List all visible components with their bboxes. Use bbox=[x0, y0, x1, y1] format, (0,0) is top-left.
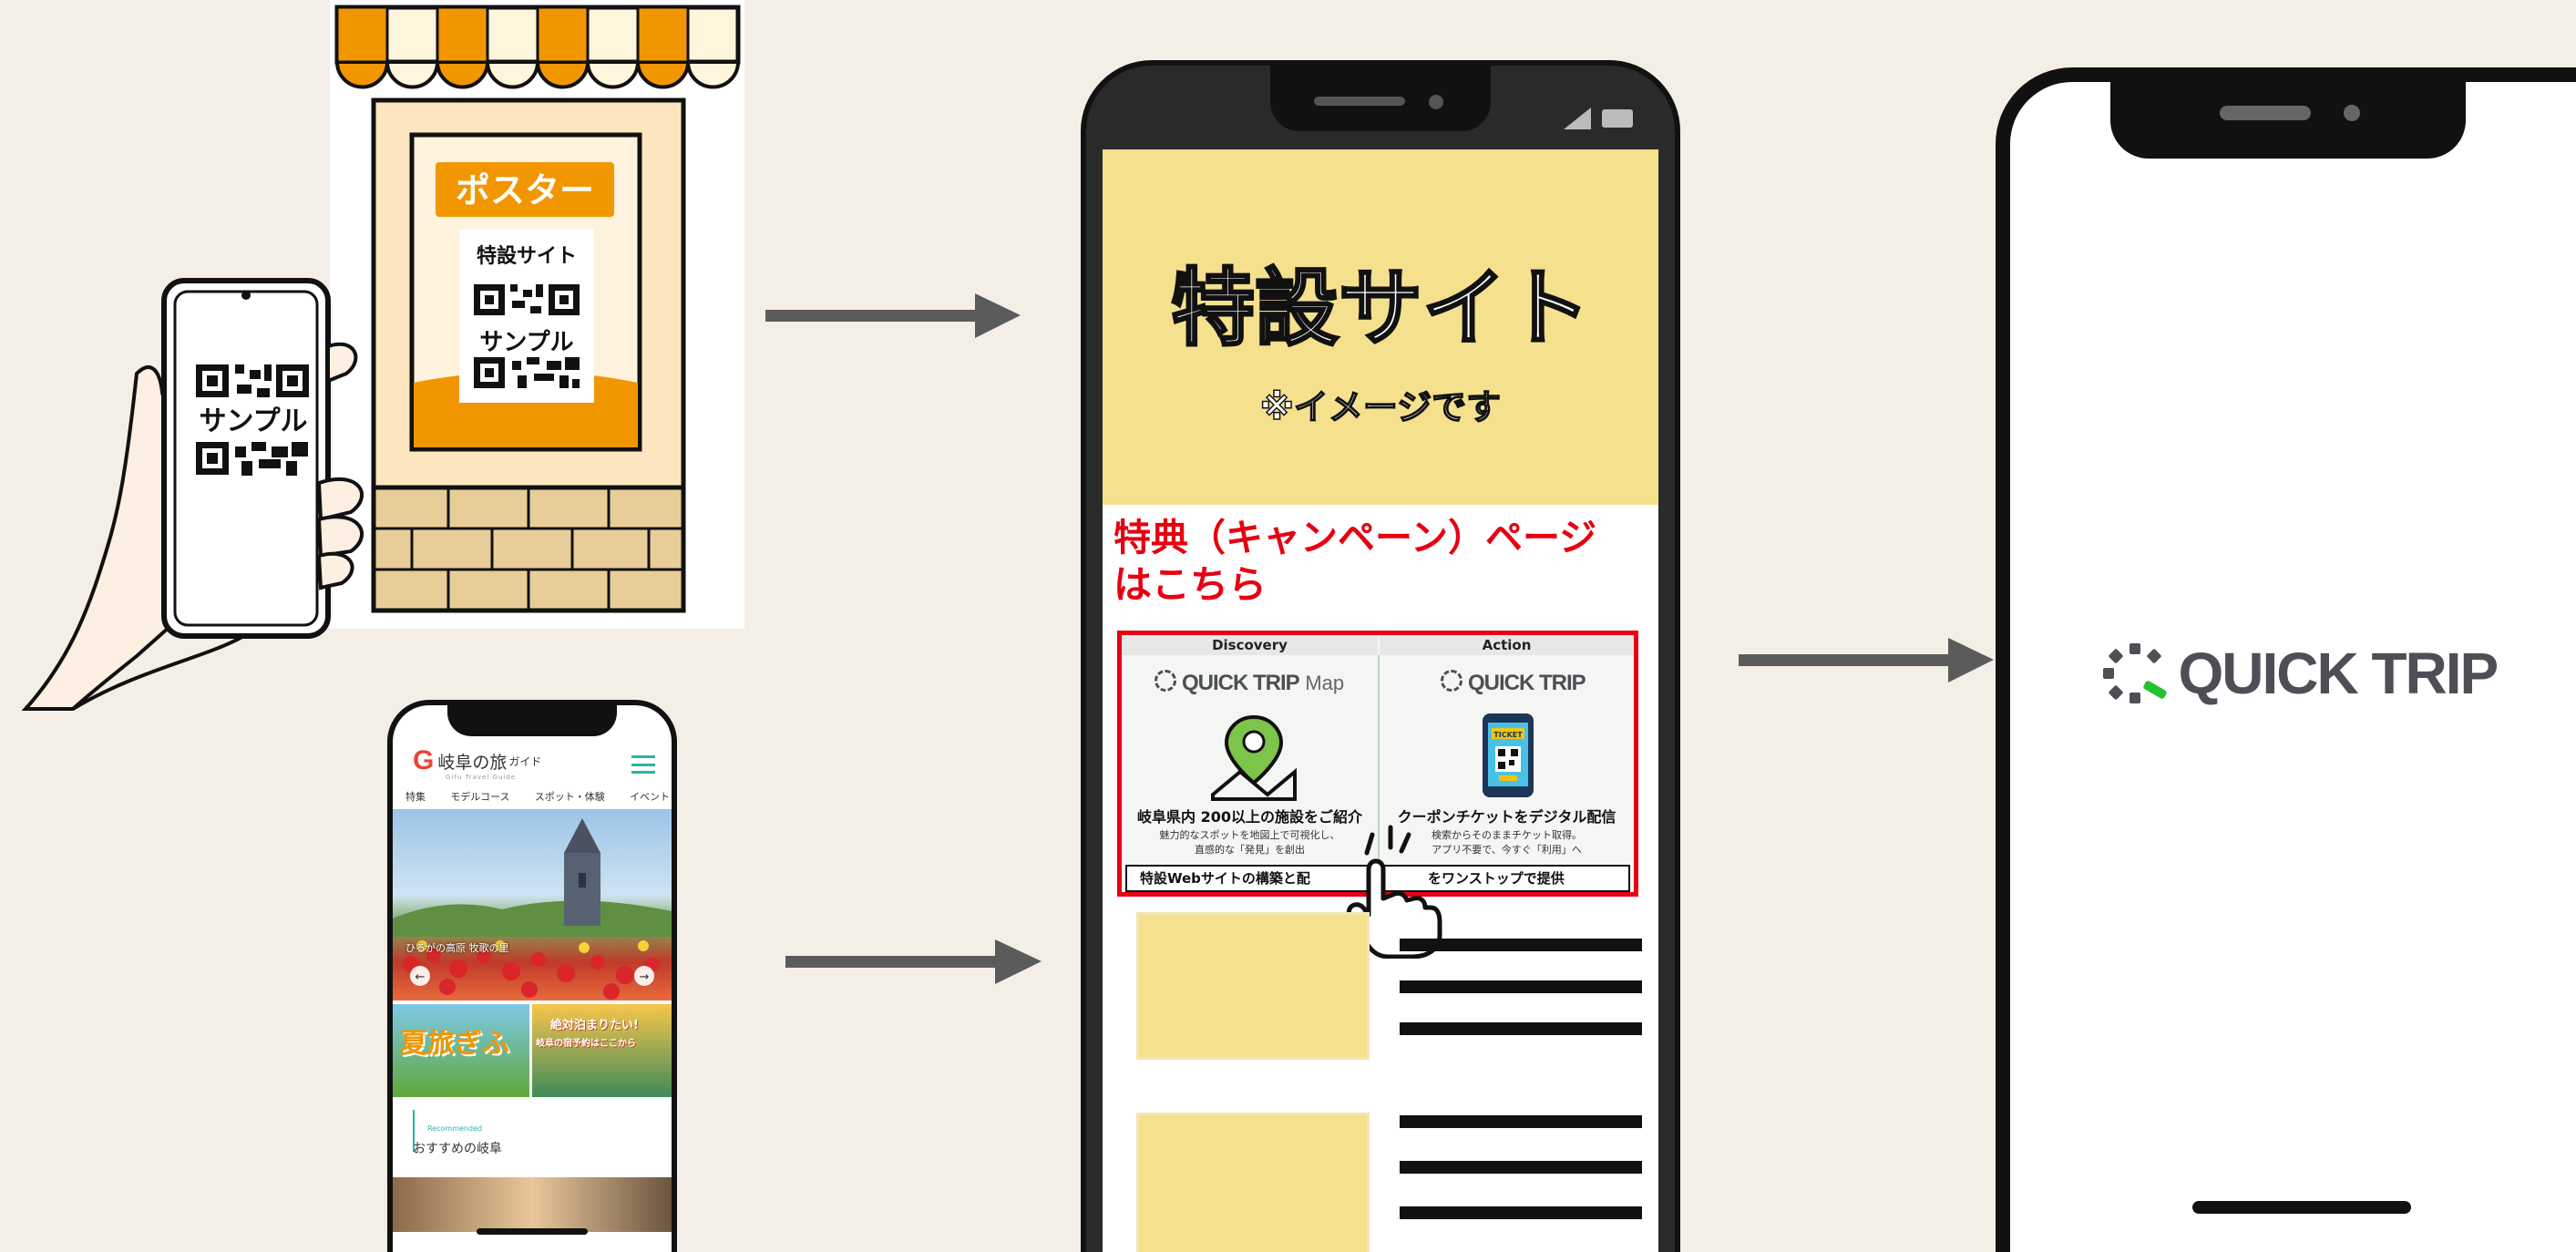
gallery-strip bbox=[393, 1177, 672, 1232]
brick-wall bbox=[371, 485, 686, 613]
phone-notch bbox=[1270, 66, 1491, 131]
hero-image: ← → bbox=[393, 809, 672, 1001]
card-right-desc-line1: 検索からそのままチケット取得。 bbox=[1432, 829, 1582, 841]
battery-icon bbox=[1602, 109, 1633, 128]
banner-yado-line1: 絶対泊まりたい! bbox=[550, 1019, 639, 1032]
arrow-site-to-quicktrip bbox=[1739, 638, 1994, 682]
site-note: ※イメージです bbox=[1259, 386, 1502, 428]
shop-poster-illustration: ポスター 特設サイト サンプル bbox=[330, 0, 744, 629]
site-title: 特設サイト bbox=[1169, 259, 1591, 359]
card-divider bbox=[1378, 655, 1380, 865]
section-small: Recommended bbox=[427, 1124, 483, 1133]
card-left-logo-sub: Map bbox=[1305, 672, 1345, 694]
nav-item-spot[interactable]: スポット・体験 bbox=[534, 791, 605, 803]
card-right-logo: QUICK TRIP bbox=[1441, 670, 1586, 696]
card-left-logo-main: QUICK TRIP bbox=[1182, 671, 1300, 695]
campaign-line1: 特典（キャンペーン）ページ bbox=[1114, 516, 1597, 559]
poster-subtitle: 特設サイト bbox=[477, 244, 577, 268]
qt-logo-icon bbox=[1441, 670, 1462, 692]
card-left-header: Discovery bbox=[1122, 635, 1378, 655]
campaign-heading: 特典（キャンペーン）ページ はこちら bbox=[1114, 514, 1658, 609]
home-indicator bbox=[2192, 1201, 2411, 1214]
placeholder-line bbox=[1400, 1022, 1642, 1035]
quick-trip-logo-text: QUICK TRIP bbox=[2178, 641, 2499, 706]
card-left-desc-line1: 魅力的なスポットを地図上で可視化し、 bbox=[1159, 829, 1340, 841]
hand-with-phone: サンプル bbox=[21, 278, 364, 711]
hamburger-menu-icon[interactable] bbox=[631, 755, 655, 774]
hero-caption: ひるがの高原 牧歌の里 bbox=[405, 942, 509, 954]
home-indicator bbox=[477, 1228, 588, 1235]
gifu-logo: G 岐阜の旅 ガイド bbox=[413, 745, 542, 775]
ticket-label: TICKET bbox=[1493, 731, 1523, 739]
banner-yado[interactable]: 絶対泊まりたい! 岐阜の宿予約はここから bbox=[532, 1004, 672, 1097]
quick-trip-logo: QUICK TRIP bbox=[2101, 640, 2499, 707]
nav-item-tokushu[interactable]: 特集 bbox=[405, 791, 426, 803]
nav-item-model-course[interactable]: モデルコース bbox=[450, 791, 510, 803]
banner-natsutabi[interactable]: 夏旅ぎふ bbox=[393, 1004, 529, 1097]
banner-natsutabi-text: 夏旅ぎふ bbox=[400, 1028, 509, 1060]
card-right-logo-main: QUICK TRIP bbox=[1468, 671, 1586, 695]
arrow-poster-to-site bbox=[765, 293, 1021, 338]
poster-qr-label: サンプル bbox=[479, 329, 573, 356]
banner-yado-line2: 岐阜の宿予約はここから bbox=[536, 1039, 636, 1049]
gifu-guide-phone: G 岐阜の旅 ガイド Gifu Travel Guide 特集 モデルコース ス… bbox=[387, 700, 677, 1252]
placeholder-line bbox=[1400, 1206, 1642, 1219]
card-left-desc: 魅力的なスポットを地図上で可視化し、 直感的な「発見」を創出 bbox=[1122, 828, 1378, 857]
gifu-nav: 特集 モデルコース スポット・体験 イベント bbox=[405, 789, 670, 804]
card-right-heading: クーポンチケットをデジタル配信 bbox=[1397, 808, 1616, 826]
card-left-desc-line2: 直感的な「発見」を創出 bbox=[1195, 844, 1305, 856]
hand-phone-qr-label: サンプル bbox=[199, 405, 307, 437]
map-pin-icon bbox=[1211, 714, 1297, 801]
card-right-header: Action bbox=[1380, 635, 1634, 655]
section-title: おすすめの岐阜 bbox=[413, 1142, 502, 1156]
section-line bbox=[413, 1110, 415, 1152]
phone-notch bbox=[2110, 82, 2466, 159]
placeholder-thumb bbox=[1139, 1115, 1367, 1252]
placeholder-line bbox=[1400, 1161, 1642, 1174]
poster-title: ポスター bbox=[456, 170, 594, 210]
svg-text:→: → bbox=[640, 970, 650, 984]
nav-item-event[interactable]: イベント bbox=[629, 791, 670, 803]
campaign-card[interactable]: Discovery Action QUICK TRIP Map QUICK TR… bbox=[1117, 631, 1638, 897]
placeholder-line bbox=[1400, 980, 1642, 993]
tap-hand-icon bbox=[1347, 825, 1442, 959]
site-hero: 特設サイト ※イメージです bbox=[1103, 149, 1658, 505]
placeholder-line bbox=[1400, 939, 1642, 951]
svg-text:←: ← bbox=[416, 970, 426, 984]
card-right-desc: 検索からそのままチケット取得。 アプリ不要で、今すぐ「利用」へ bbox=[1380, 828, 1634, 857]
awning bbox=[334, 5, 741, 89]
gifu-logo-suffix: ガイド bbox=[508, 754, 542, 768]
card-bottom-right: をワンストップで提供 bbox=[1428, 870, 1565, 887]
gifu-logo-text: 岐阜の旅 bbox=[437, 752, 508, 773]
hero-scene: ← → bbox=[393, 818, 672, 1000]
ticket-phone-icon: TICKET bbox=[1483, 713, 1534, 797]
poster-qr-code bbox=[474, 284, 580, 388]
card-bottom-left: 特設Webサイトの構築と配 bbox=[1140, 870, 1310, 887]
hand-phone-qr-code bbox=[196, 364, 309, 476]
card-left-logo: QUICK TRIP Map bbox=[1155, 670, 1344, 696]
quick-trip-logo-icon bbox=[2103, 643, 2167, 703]
quick-trip-phone: QUICK TRIP bbox=[1996, 67, 2576, 1252]
campaign-line2: はこちら bbox=[1114, 562, 1267, 607]
card-right-desc-line2: アプリ不要で、今すぐ「利用」へ bbox=[1432, 844, 1582, 856]
phone-notch bbox=[447, 705, 617, 736]
signal-icon bbox=[1564, 108, 1591, 129]
gifu-g-icon: G bbox=[413, 745, 435, 775]
card-left-heading: 岐阜県内 200以上の施設をご紹介 bbox=[1137, 808, 1362, 826]
gifu-logo-sub: Gifu Travel Guide bbox=[446, 774, 517, 781]
qt-logo-icon bbox=[1155, 670, 1176, 692]
placeholder-line bbox=[1400, 1115, 1642, 1128]
special-site-phone: 特設サイト ※イメージです 特典（キャンペーン）ページ はこちら Discove… bbox=[1081, 60, 1680, 1252]
site-screen: 特設サイト ※イメージです 特典（キャンペーン）ページ はこちら Discove… bbox=[1103, 149, 1658, 1252]
placeholder-thumb bbox=[1139, 915, 1367, 1057]
arrow-guide-to-site bbox=[785, 939, 1042, 984]
poster: ポスター 特設サイト サンプル bbox=[409, 132, 642, 452]
